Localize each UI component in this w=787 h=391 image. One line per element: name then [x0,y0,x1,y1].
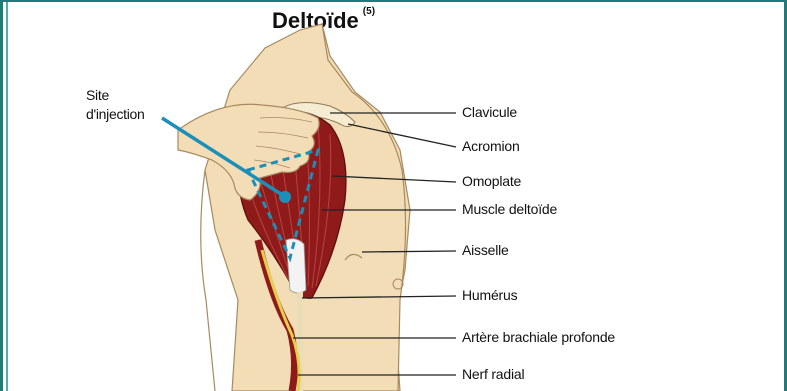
label-armpit: Aisselle [462,242,509,258]
label-acromion: Acromion [462,138,520,154]
label-radial-nerve: Nerf radial [462,366,524,382]
label-deep-brachial-artery: Artère brachiale profonde [462,329,615,345]
label-scapula: Omoplate [462,173,521,189]
injection-site-label: Site d'injection [86,86,145,124]
injection-site-dot [279,191,291,203]
injection-label-line2: d'injection [86,105,145,124]
injection-label-line1: Site [86,86,145,105]
label-humerus: Humérus [462,287,517,303]
label-clavicle: Clavicule [462,104,517,120]
label-deltoid-muscle: Muscle deltoïde [462,201,557,217]
